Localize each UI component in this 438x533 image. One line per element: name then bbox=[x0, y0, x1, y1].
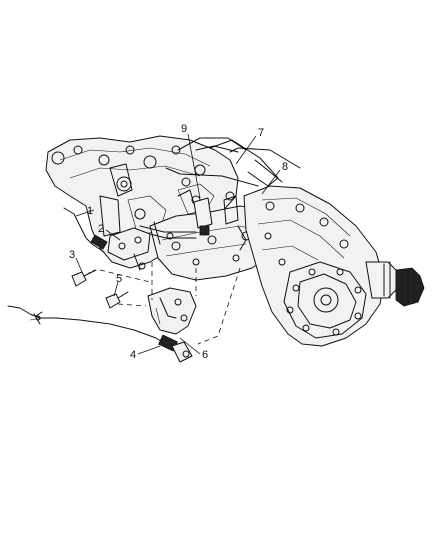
bolt-5 bbox=[105, 291, 129, 309]
callout-4: 4 bbox=[130, 349, 136, 361]
cable-end-bushing bbox=[158, 334, 193, 363]
cable-bracket bbox=[107, 227, 151, 271]
frame-crossmember bbox=[165, 137, 301, 187]
transmission-assembly bbox=[45, 135, 239, 269]
callout-1: 1 bbox=[87, 205, 93, 217]
transmission-extension-housing bbox=[149, 177, 277, 281]
dashed-reference-lines bbox=[99, 262, 241, 345]
callout-labels: 1 2 3 4 5 6 7 8 9 bbox=[69, 123, 288, 361]
callout-9: 9 bbox=[181, 123, 187, 135]
callout-5: 5 bbox=[116, 273, 122, 285]
shift-cable-upper bbox=[63, 207, 108, 253]
bolt-3 bbox=[71, 269, 97, 287]
shift-cable-lower bbox=[7, 305, 167, 345]
callout-2: 2 bbox=[98, 223, 104, 235]
transfer-case bbox=[243, 185, 425, 347]
callout-8: 8 bbox=[282, 161, 288, 173]
callout-6: 6 bbox=[202, 349, 208, 361]
callout-7: 7 bbox=[258, 127, 264, 139]
callout-3: 3 bbox=[69, 249, 75, 261]
mounting-bracket bbox=[147, 287, 197, 335]
leader-lines bbox=[75, 133, 281, 355]
